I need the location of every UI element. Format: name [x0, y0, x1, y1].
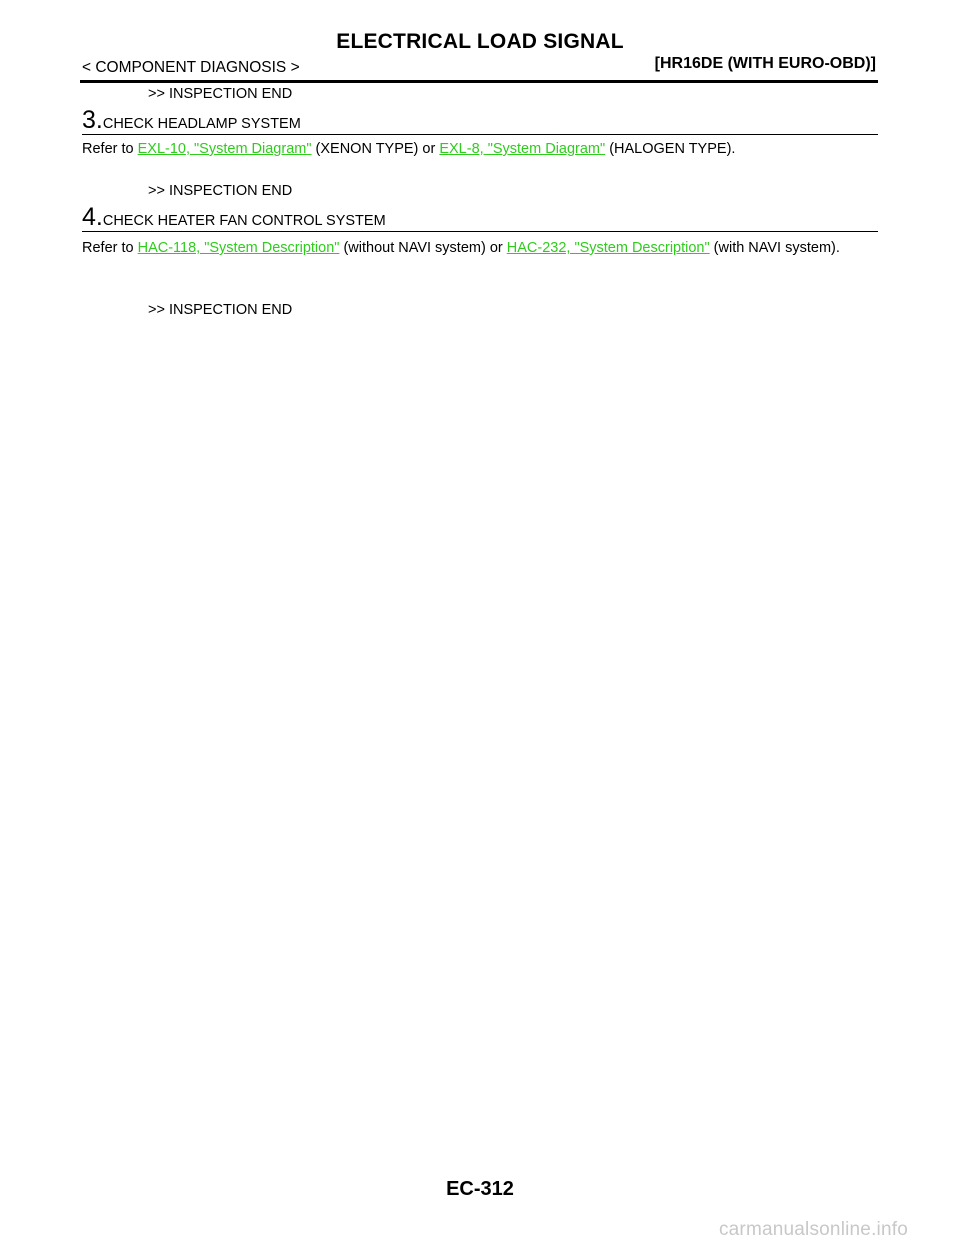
reference-middle: (without NAVI system) or	[339, 240, 507, 256]
watermark: carmanualsonline.info	[718, 1219, 908, 1240]
hac-232-system-description-link[interactable]: HAC-232, "System Description"	[506, 240, 710, 256]
inspection-end-text: >> INSPECTION END	[148, 183, 293, 199]
model-label: [HR16DE (WITH EURO-OBD)]	[654, 55, 876, 72]
step-3-number: 3.	[82, 106, 103, 134]
refer-prefix: Refer to	[82, 141, 138, 157]
page-title: ELECTRICAL LOAD SIGNAL	[336, 30, 624, 53]
step-4-number: 4.	[82, 203, 103, 231]
exl-10-system-diagram-link[interactable]: EXL-10, "System Diagram"	[137, 141, 312, 157]
reference-suffix: (with NAVI system).	[709, 240, 840, 256]
step-4-title: CHECK HEATER FAN CONTROL SYSTEM	[102, 213, 386, 229]
page-number: EC-312	[446, 1178, 514, 1200]
step-4-reference: Refer to HAC-118, "System Description" (…	[82, 238, 877, 258]
reference-suffix: (HALOGEN TYPE).	[605, 141, 736, 157]
step-3-heading: 3.CHECK HEADLAMP SYSTEM	[82, 107, 878, 135]
inspection-end-text: >> INSPECTION END	[148, 86, 293, 102]
step-3-title: CHECK HEADLAMP SYSTEM	[102, 116, 301, 132]
section-label: < COMPONENT DIAGNOSIS >	[82, 59, 300, 76]
refer-prefix: Refer to	[82, 240, 138, 256]
header-divider	[80, 80, 878, 83]
exl-8-system-diagram-link[interactable]: EXL-8, "System Diagram"	[439, 141, 606, 157]
step-3-reference: Refer to EXL-10, "System Diagram" (XENON…	[82, 139, 877, 159]
step-4-heading: 4.CHECK HEATER FAN CONTROL SYSTEM	[82, 204, 878, 232]
hac-118-system-description-link[interactable]: HAC-118, "System Description"	[137, 240, 340, 256]
inspection-end-text: >> INSPECTION END	[148, 302, 293, 318]
reference-middle: (XENON TYPE) or	[311, 141, 440, 157]
